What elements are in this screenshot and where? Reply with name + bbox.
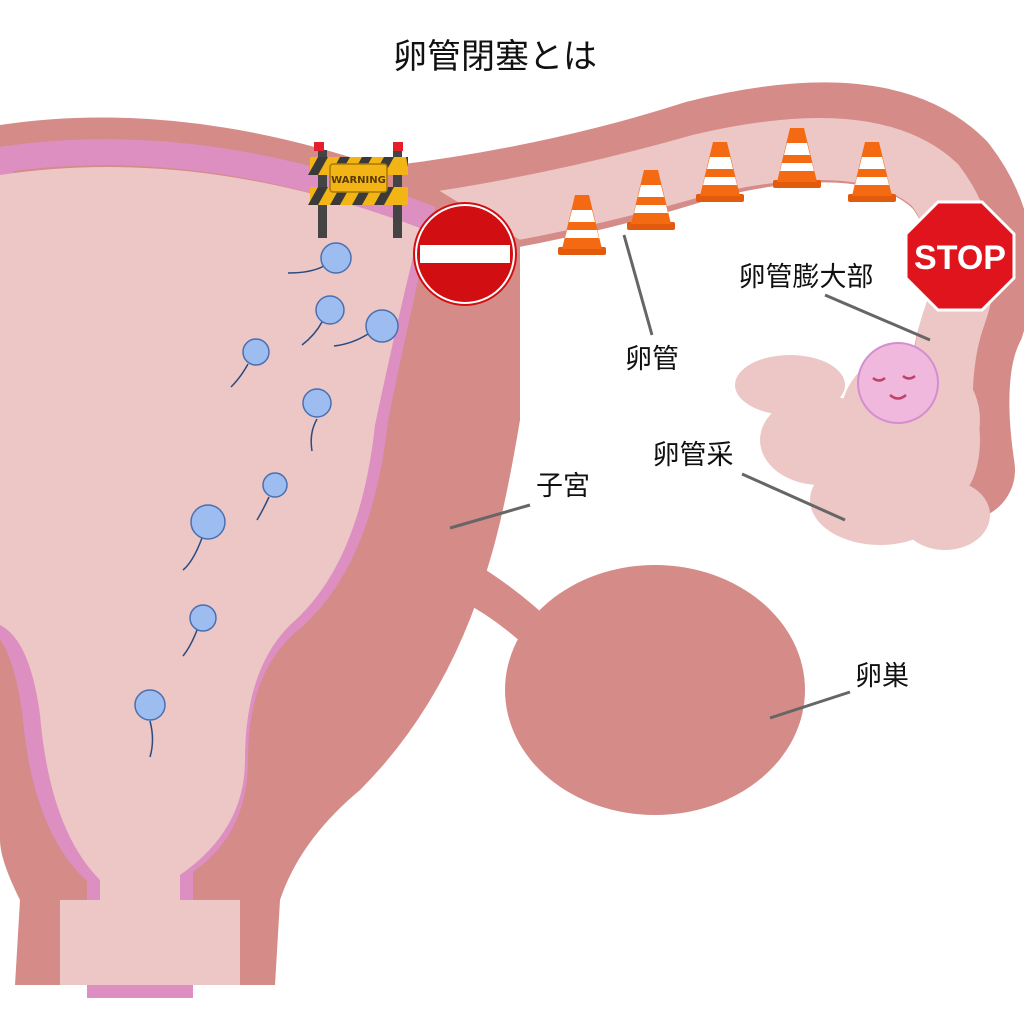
traffic-cone-icon: [627, 170, 675, 230]
no-entry-sign-icon: [413, 202, 517, 306]
diagram-title: 卵管閉塞とは: [393, 37, 597, 77]
warning-sign-text: WARNING: [331, 175, 386, 186]
traffic-cone-icon: [696, 142, 744, 202]
label-uterus: 子宮: [536, 471, 590, 502]
label-fimbriae: 卵管采: [653, 440, 734, 471]
sperm: [301, 295, 345, 346]
ovary: [460, 560, 805, 815]
traffic-cones: [558, 128, 896, 255]
label-fallopian-tube: 卵管: [625, 344, 679, 375]
sperm: [182, 504, 226, 571]
sperm: [333, 309, 399, 347]
sperm-group: [134, 242, 399, 758]
stop-sign-icon: STOP: [904, 200, 1016, 312]
label-ovary: 卵巣: [855, 661, 909, 692]
sperm: [302, 388, 332, 452]
stop-sign-text: STOP: [914, 239, 1006, 277]
sperm: [256, 472, 288, 521]
traffic-cone-icon: [558, 195, 606, 255]
sperm: [134, 689, 166, 758]
egg-cell: [857, 342, 939, 424]
labels: 卵管 卵管膨大部 卵管采 子宮 卵巣: [449, 234, 931, 720]
traffic-cone-icon: [773, 128, 821, 188]
sperm: [182, 604, 217, 657]
sperm: [287, 242, 352, 274]
traffic-cone-icon: [848, 142, 896, 202]
warning-barricade: WARNING: [308, 142, 408, 238]
label-ampulla: 卵管膨大部: [739, 262, 874, 293]
fallopian-tube: [350, 82, 1024, 520]
sperm: [230, 338, 270, 388]
